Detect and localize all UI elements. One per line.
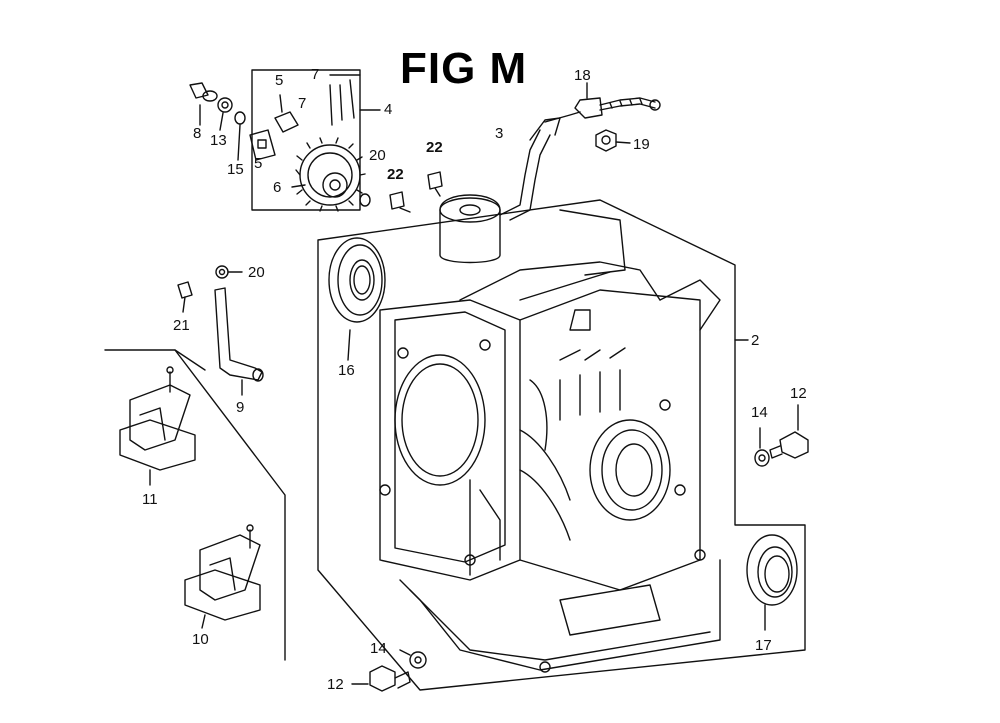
callout-18: 18: [574, 67, 591, 84]
part-18-wire: [574, 82, 661, 119]
part-13-washer: [217, 97, 233, 131]
callout-17: 17: [755, 637, 772, 654]
callout-22-upper: 22: [426, 139, 443, 156]
part-20-pin-upper: [359, 193, 371, 207]
callout-10: 10: [192, 631, 209, 648]
part-5-clip: [274, 94, 299, 133]
callout-7-lower: 7: [298, 95, 307, 112]
callout-12-right: 12: [790, 385, 807, 402]
callout-6: 6: [273, 179, 282, 196]
callout-4: 4: [384, 101, 393, 118]
figure-title: FIG M: [400, 44, 528, 93]
part-20-nut-lower: [215, 265, 243, 279]
governor-group-outline: [251, 69, 381, 211]
callout-9: 9: [236, 399, 245, 416]
callout-20-upper: 20: [369, 147, 386, 164]
part-14-washer-bottom: [399, 649, 427, 669]
callout-12-bottom: 12: [327, 676, 344, 693]
callout-20-lower: 20: [248, 264, 265, 281]
part-16-bearing: [328, 237, 386, 361]
part-22-bolts: [389, 171, 443, 213]
part-5-plate: [249, 129, 276, 161]
part-17-oil-seal: [746, 534, 798, 631]
part-3-oil-sensor: [439, 111, 581, 264]
part-6-gear: [291, 137, 366, 212]
part-8-pin: [189, 82, 218, 126]
part-12-bolt-bottom: [351, 665, 411, 692]
callout-5-lower: 5: [254, 155, 263, 172]
part-19-nut: [595, 129, 631, 152]
part-10-mount: [184, 524, 261, 629]
callout-7-upper: 7: [311, 66, 320, 83]
callout-15: 15: [227, 161, 244, 178]
part-12-bolt-right: [769, 404, 809, 459]
part-2-crankcase: [379, 209, 721, 673]
callout-22-lower: 22: [387, 166, 404, 183]
part-7-pins: [329, 74, 361, 126]
crankcase-group-outline: [317, 199, 806, 691]
callout-2: 2: [751, 332, 760, 349]
callout-14-bottom: 14: [370, 640, 387, 657]
callout-16: 16: [338, 362, 355, 379]
engine-mount-outline: [104, 349, 286, 661]
part-14-washer-right: [754, 427, 770, 467]
part-9-arm: [214, 287, 264, 396]
callout-13: 13: [210, 132, 227, 149]
callout-21: 21: [173, 317, 190, 334]
callout-19: 19: [633, 136, 650, 153]
part-15-ring: [234, 111, 246, 161]
callout-11: 11: [142, 491, 158, 508]
callout-5-upper: 5: [275, 72, 284, 89]
part-11-mount: [119, 366, 196, 486]
part-21-screw: [177, 281, 193, 313]
callout-8: 8: [193, 125, 202, 142]
callout-14-right: 14: [751, 404, 768, 421]
callout-3: 3: [495, 125, 504, 142]
